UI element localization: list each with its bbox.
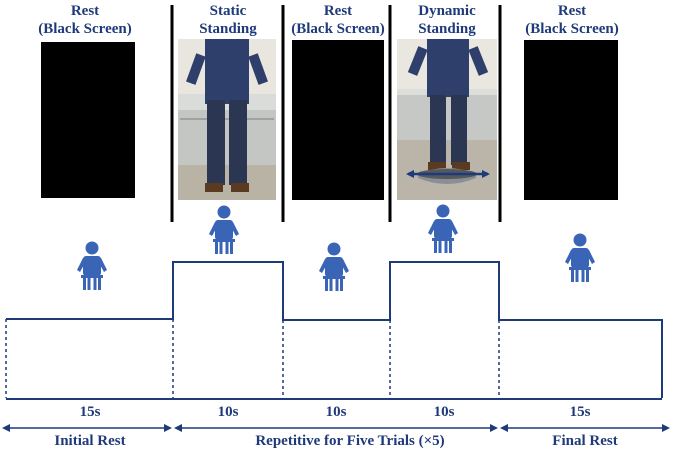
label-rest-final: Rest (Black Screen) bbox=[525, 3, 619, 37]
black-screen-final bbox=[524, 40, 618, 200]
seated-person-icon bbox=[209, 205, 239, 254]
seated-person-icon bbox=[565, 233, 595, 282]
phase-label-final: Final Rest bbox=[552, 433, 618, 449]
phase-label-repetitive: Repetitive for Five Trials (×5) bbox=[255, 433, 445, 449]
dynamic-standing-photo bbox=[397, 39, 497, 200]
duration-label-rest: 10s bbox=[325, 404, 347, 420]
static-standing-photo bbox=[178, 39, 276, 200]
duration-label-dynamic: 10s bbox=[433, 404, 455, 420]
seated-person-icon bbox=[319, 242, 349, 291]
duration-label-static: 10s bbox=[217, 404, 239, 420]
label-static-standing: Static Standing bbox=[199, 3, 257, 37]
label-rest-initial: Rest (Black Screen) bbox=[38, 3, 132, 37]
phase-label-initial: Initial Rest bbox=[54, 433, 126, 449]
duration-label-initial: 15s bbox=[79, 404, 101, 420]
label-dynamic-standing: Dynamic Standing bbox=[418, 3, 476, 37]
black-screen-middle bbox=[292, 40, 384, 200]
duration-label-final: 15s bbox=[569, 404, 591, 420]
seated-person-icon bbox=[428, 204, 458, 253]
black-screen-initial bbox=[41, 42, 135, 198]
block-waveform bbox=[6, 261, 663, 398]
label-rest-middle: Rest (Black Screen) bbox=[291, 3, 385, 37]
seated-person-icon bbox=[77, 241, 107, 290]
